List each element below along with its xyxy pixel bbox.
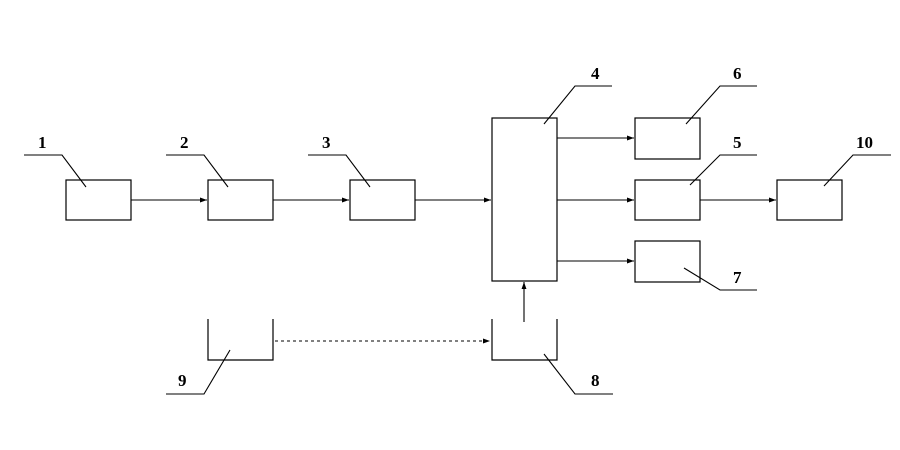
- container-8: [491, 319, 558, 361]
- block-2: [207, 179, 274, 221]
- label-3: 3: [322, 133, 331, 152]
- leader-4: [543, 85, 612, 125]
- label-1: 1: [38, 133, 47, 152]
- leader-9: [166, 349, 231, 395]
- block-1: [65, 179, 132, 221]
- label-6: 6: [733, 64, 742, 83]
- block-10: [776, 179, 843, 221]
- leader-3: [308, 154, 371, 188]
- label-8: 8: [591, 371, 600, 390]
- label-7: 7: [733, 268, 742, 287]
- leader-2: [166, 154, 229, 188]
- label-2: 2: [180, 133, 189, 152]
- label-4: 4: [591, 64, 600, 83]
- leader-10: [823, 154, 891, 187]
- leader-5: [689, 154, 757, 186]
- label-5: 5: [733, 133, 742, 152]
- block-7: [634, 240, 701, 283]
- block-3: [349, 179, 416, 221]
- label-9: 9: [178, 371, 187, 390]
- label-10: 10: [856, 133, 873, 152]
- container-9: [207, 319, 274, 361]
- block-5: [634, 179, 701, 221]
- leader-1: [24, 154, 87, 188]
- leader-8: [543, 353, 613, 395]
- block-4: [491, 117, 558, 282]
- leader-6: [685, 85, 757, 125]
- leader-7: [683, 267, 757, 291]
- block-6: [634, 117, 701, 160]
